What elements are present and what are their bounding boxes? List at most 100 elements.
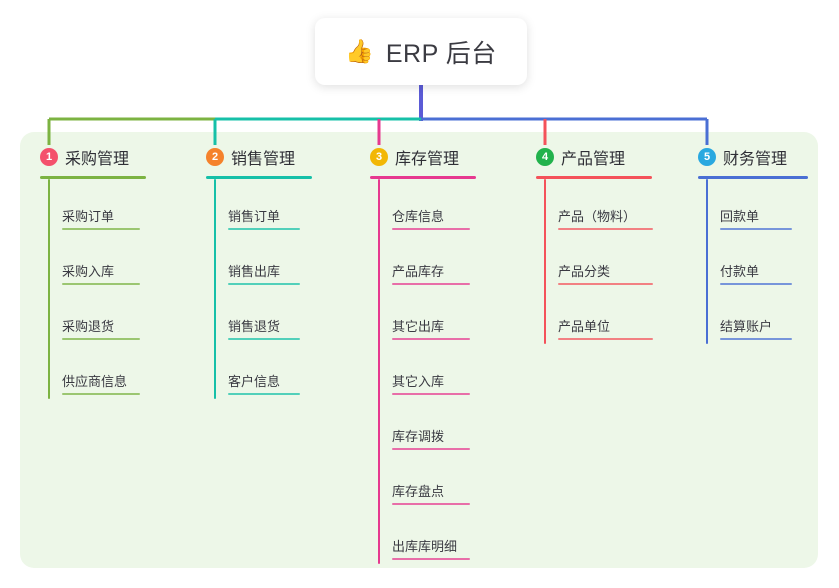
- leaf-label: 出库库明细: [392, 539, 458, 554]
- column-title-5: 财务管理: [723, 151, 788, 168]
- column-title-3: 库存管理: [395, 151, 460, 168]
- leaf-label: 采购订单: [62, 209, 115, 224]
- leaf-node[interactable]: 销售退货: [206, 289, 356, 344]
- leaf-label: 其它入库: [392, 374, 445, 389]
- root-title: ERP 后台: [385, 39, 497, 68]
- column-4: 4 产品管理产品（物料） 产品分类产品单位: [536, 145, 686, 344]
- leaf-underline: [558, 283, 653, 285]
- column-badge-1: 1: [40, 148, 58, 166]
- leaf-label: 客户信息: [228, 374, 281, 389]
- column-spine-3: [378, 179, 380, 564]
- column-spine-2: [214, 179, 216, 399]
- leaf-node[interactable]: 回款单: [698, 179, 839, 234]
- leaf-underline: [720, 283, 792, 285]
- leaf-label: 采购退货: [62, 319, 115, 334]
- leaf-label: 库存调拨: [392, 429, 445, 444]
- column-badge-3: 3: [370, 148, 388, 166]
- leaf-label: 仓库信息: [392, 209, 445, 224]
- leaf-label: 产品分类: [558, 264, 611, 279]
- leaf-label: 产品（物料）: [558, 209, 637, 224]
- leaf-underline: [62, 338, 140, 340]
- column-underline-4: [536, 176, 652, 179]
- leaf-label: 销售订单: [228, 209, 281, 224]
- diagram-panel: [20, 132, 818, 568]
- leaf-node[interactable]: 出库库明细: [370, 509, 520, 564]
- leaf-node[interactable]: 产品分类: [536, 234, 686, 289]
- column-header-4[interactable]: 4 产品管理: [536, 145, 686, 169]
- leaf-node[interactable]: 产品库存: [370, 234, 520, 289]
- column-underline-2: [206, 176, 312, 179]
- column-5: 5 财务管理回款单付款单结算账户: [698, 145, 839, 344]
- leaf-label: 付款单: [720, 264, 760, 279]
- leaf-underline: [392, 228, 470, 230]
- leaf-node[interactable]: 库存调拨: [370, 399, 520, 454]
- leaf-underline: [62, 393, 140, 395]
- leaf-node[interactable]: 销售出库: [206, 234, 356, 289]
- column-underline-3: [370, 176, 476, 179]
- leaf-underline: [392, 558, 470, 560]
- column-title-2: 销售管理: [231, 151, 296, 168]
- leaf-node[interactable]: 其它入库: [370, 344, 520, 399]
- thumbs-up-icon: 👍: [345, 38, 374, 64]
- leaf-node[interactable]: 产品（物料）: [536, 179, 686, 234]
- column-body-2: 销售订单销售出库销售退货客户信息: [206, 179, 356, 399]
- leaf-node[interactable]: 采购入库: [40, 234, 190, 289]
- column-badge-4: 4: [536, 148, 554, 166]
- leaf-label: 销售出库: [228, 264, 281, 279]
- leaf-underline: [228, 283, 300, 285]
- leaf-underline: [392, 338, 470, 340]
- leaf-underline: [720, 338, 792, 340]
- leaf-label: 结算账户: [720, 319, 773, 334]
- leaf-underline: [228, 393, 300, 395]
- leaf-label: 产品单位: [558, 319, 611, 334]
- leaf-label: 销售退货: [228, 319, 281, 334]
- leaf-node[interactable]: 产品单位: [536, 289, 686, 344]
- leaf-underline: [392, 448, 470, 450]
- leaf-underline: [228, 228, 300, 230]
- column-header-1[interactable]: 1 采购管理: [40, 145, 190, 169]
- leaf-underline: [392, 393, 470, 395]
- column-spine-1: [48, 179, 50, 399]
- leaf-node[interactable]: 供应商信息: [40, 344, 190, 399]
- leaf-underline: [558, 338, 653, 340]
- leaf-node[interactable]: 结算账户: [698, 289, 839, 344]
- leaf-node[interactable]: 客户信息: [206, 344, 356, 399]
- leaf-label: 其它出库: [392, 319, 445, 334]
- leaf-node[interactable]: 其它出库: [370, 289, 520, 344]
- column-body-3: 仓库信息产品库存其它出库其它入库库存调拨库存盘点出库库明细: [370, 179, 520, 564]
- column-header-2[interactable]: 2 销售管理: [206, 145, 356, 169]
- leaf-label: 回款单: [720, 209, 760, 224]
- column-body-1: 采购订单采购入库采购退货供应商信息: [40, 179, 190, 399]
- leaf-node[interactable]: 库存盘点: [370, 454, 520, 509]
- leaf-underline: [558, 228, 653, 230]
- leaf-node[interactable]: 销售订单: [206, 179, 356, 234]
- leaf-node[interactable]: 采购订单: [40, 179, 190, 234]
- leaf-label: 供应商信息: [62, 374, 128, 389]
- column-3: 3 库存管理仓库信息产品库存其它出库其它入库库存调拨库存盘点出库库明细: [370, 145, 520, 564]
- column-title-4: 产品管理: [561, 151, 626, 168]
- leaf-node[interactable]: 采购退货: [40, 289, 190, 344]
- column-badge-2: 2: [206, 148, 224, 166]
- leaf-label: 采购入库: [62, 264, 115, 279]
- column-body-5: 回款单付款单结算账户: [698, 179, 839, 344]
- column-underline-1: [40, 176, 146, 179]
- column-header-3[interactable]: 3 库存管理: [370, 145, 520, 169]
- leaf-node[interactable]: 付款单: [698, 234, 839, 289]
- root-node[interactable]: 👍 ERP 后台: [315, 18, 527, 85]
- leaf-label: 库存盘点: [392, 484, 445, 499]
- column-badge-5: 5: [698, 148, 716, 166]
- leaf-underline: [62, 283, 140, 285]
- column-1: 1 采购管理采购订单采购入库采购退货供应商信息: [40, 145, 190, 399]
- leaf-underline: [720, 228, 792, 230]
- leaf-node[interactable]: 仓库信息: [370, 179, 520, 234]
- leaf-underline: [228, 338, 300, 340]
- column-title-1: 采购管理: [65, 151, 130, 168]
- column-header-5[interactable]: 5 财务管理: [698, 145, 839, 169]
- column-2: 2 销售管理销售订单销售出库销售退货客户信息: [206, 145, 356, 399]
- column-spine-4: [544, 179, 546, 344]
- leaf-label: 产品库存: [392, 264, 445, 279]
- column-body-4: 产品（物料） 产品分类产品单位: [536, 179, 686, 344]
- column-spine-5: [706, 179, 708, 344]
